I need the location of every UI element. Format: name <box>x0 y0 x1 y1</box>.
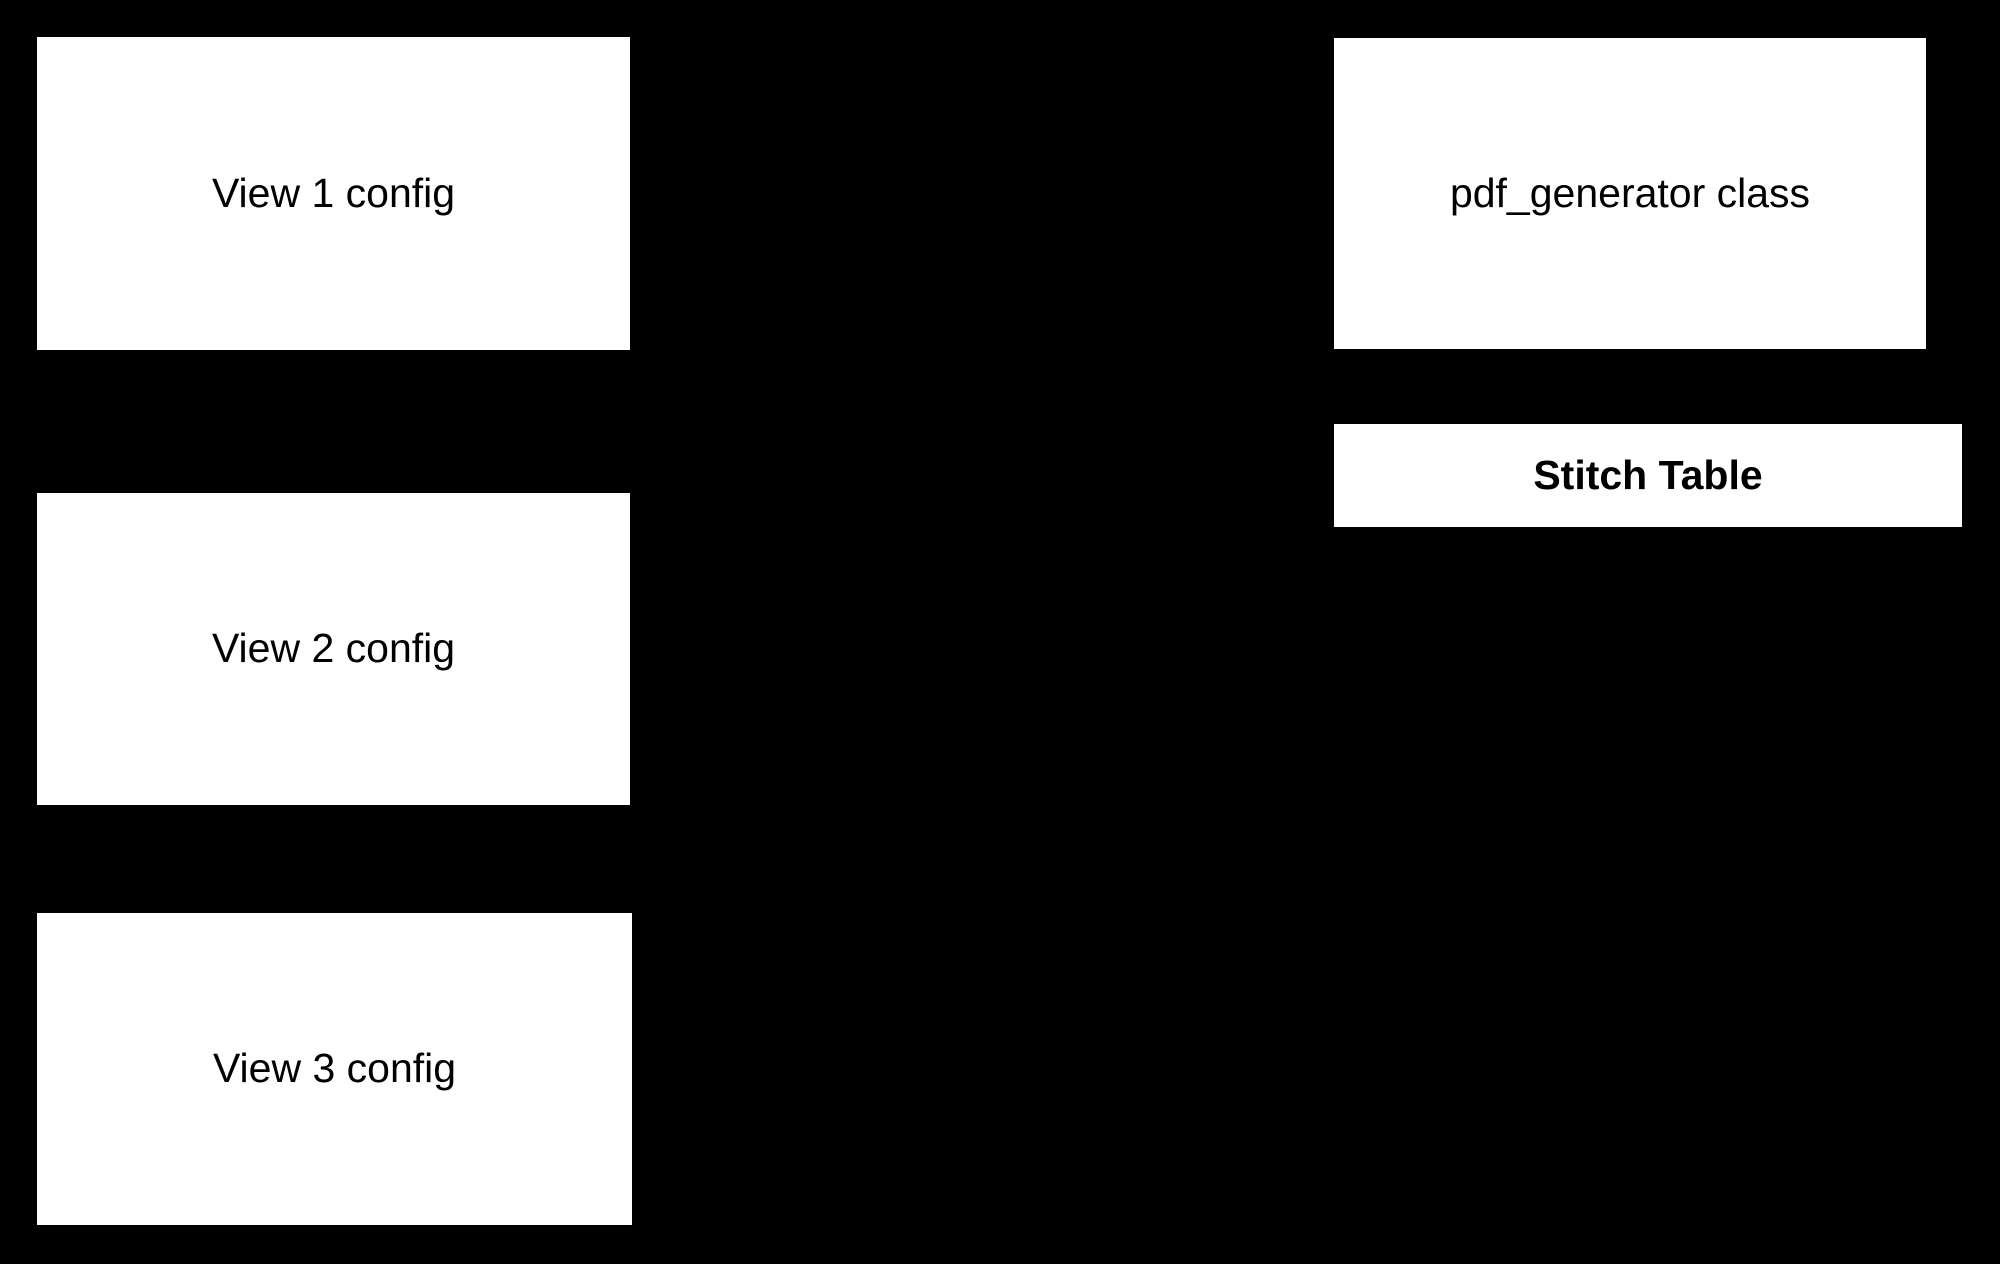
node-view-1-config-label: View 1 config <box>211 169 456 216</box>
node-view-2-config-label: View 2 config <box>211 625 456 672</box>
node-stitch-table[interactable]: Stitch Table <box>1334 424 1962 527</box>
node-view-3-config[interactable]: View 3 config <box>37 913 632 1225</box>
node-view-2-config[interactable]: View 2 config <box>37 493 630 805</box>
node-stitch-table-label: Stitch Table <box>1533 451 1763 498</box>
node-pdf-generator-class-label: pdf_generator class <box>1449 169 1811 216</box>
node-pdf-generator-class[interactable]: pdf_generator class <box>1334 38 1926 349</box>
node-view-3-config-label: View 3 config <box>212 1045 457 1092</box>
node-view-1-config[interactable]: View 1 config <box>37 37 630 350</box>
